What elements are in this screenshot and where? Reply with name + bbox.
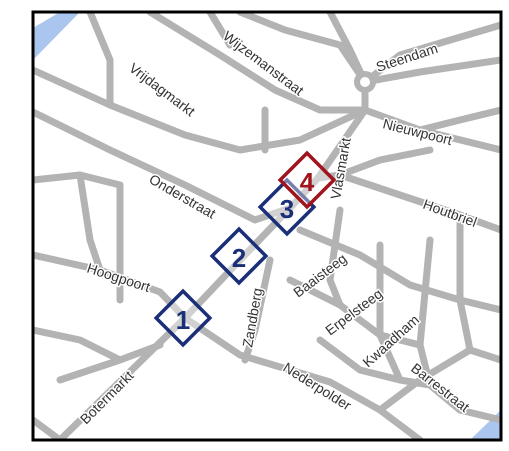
route-marker-2[interactable]: 2 bbox=[209, 226, 269, 286]
route-marker-2-label: 2 bbox=[232, 243, 246, 273]
road-network bbox=[33, 12, 501, 440]
route-marker-1-label: 1 bbox=[176, 305, 190, 335]
roundabout bbox=[354, 71, 376, 93]
route-markers: 1 2 3 4 bbox=[153, 150, 337, 348]
route-marker-3-label: 3 bbox=[280, 194, 294, 224]
route-marker-4-label: 4 bbox=[300, 167, 315, 197]
route-marker-4[interactable]: 4 bbox=[277, 150, 337, 210]
route-marker-3[interactable]: 3 bbox=[257, 177, 317, 237]
map-frame bbox=[31, 10, 503, 442]
water-area-top-left bbox=[33, 12, 80, 60]
route-marker-1[interactable]: 1 bbox=[153, 288, 213, 348]
